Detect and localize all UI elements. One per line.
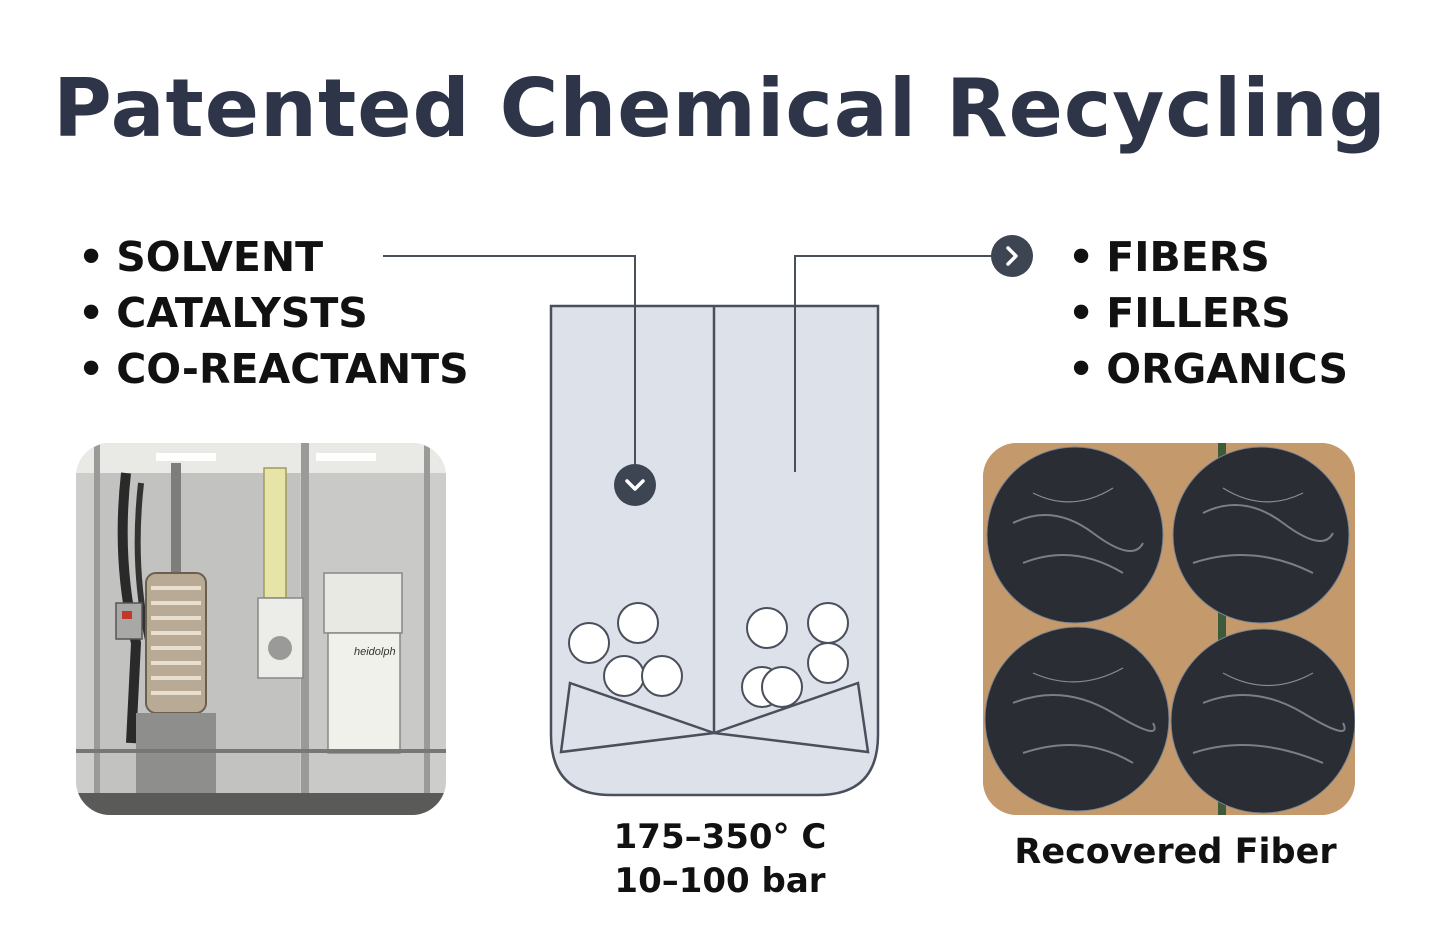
- chevron-right-icon: [991, 235, 1033, 277]
- recovered-fiber-photo: [983, 443, 1355, 815]
- output-list: FIBERS FILLERS ORGANICS: [1068, 229, 1348, 397]
- output-line: [794, 255, 992, 472]
- output-item-fillers: FILLERS: [1068, 285, 1348, 341]
- stirrer-blade-right: [713, 681, 870, 754]
- input-item-co-reactants: CO-REACTANTS: [78, 341, 468, 397]
- output-item-organics: ORGANICS: [1068, 341, 1348, 397]
- temperature-range: 175–350° C: [613, 817, 827, 857]
- fiber-caption: Recovered Fiber: [1014, 832, 1337, 872]
- input-item-catalysts: CATALYSTS: [78, 285, 469, 341]
- output-item-fibers: FIBERS: [1068, 229, 1348, 285]
- particles: [568, 602, 849, 708]
- chevron-down-icon: [614, 464, 656, 506]
- page-title: Patented Chemical Recycling: [53, 62, 1387, 155]
- lab-equipment-photo: heidolph: [76, 443, 446, 815]
- stirrer-blade-left: [559, 681, 715, 754]
- input-item-solvent: SOLVENT: [78, 229, 469, 285]
- input-line: [383, 255, 636, 466]
- reactor-conditions: 175–350° C 10–100 bar: [570, 815, 870, 903]
- pressure-range: 10–100 bar: [614, 861, 826, 901]
- input-list: SOLVENT CATALYSTS CO-REACTANTS: [78, 229, 469, 397]
- equipment-brand-label: heidolph: [354, 646, 396, 658]
